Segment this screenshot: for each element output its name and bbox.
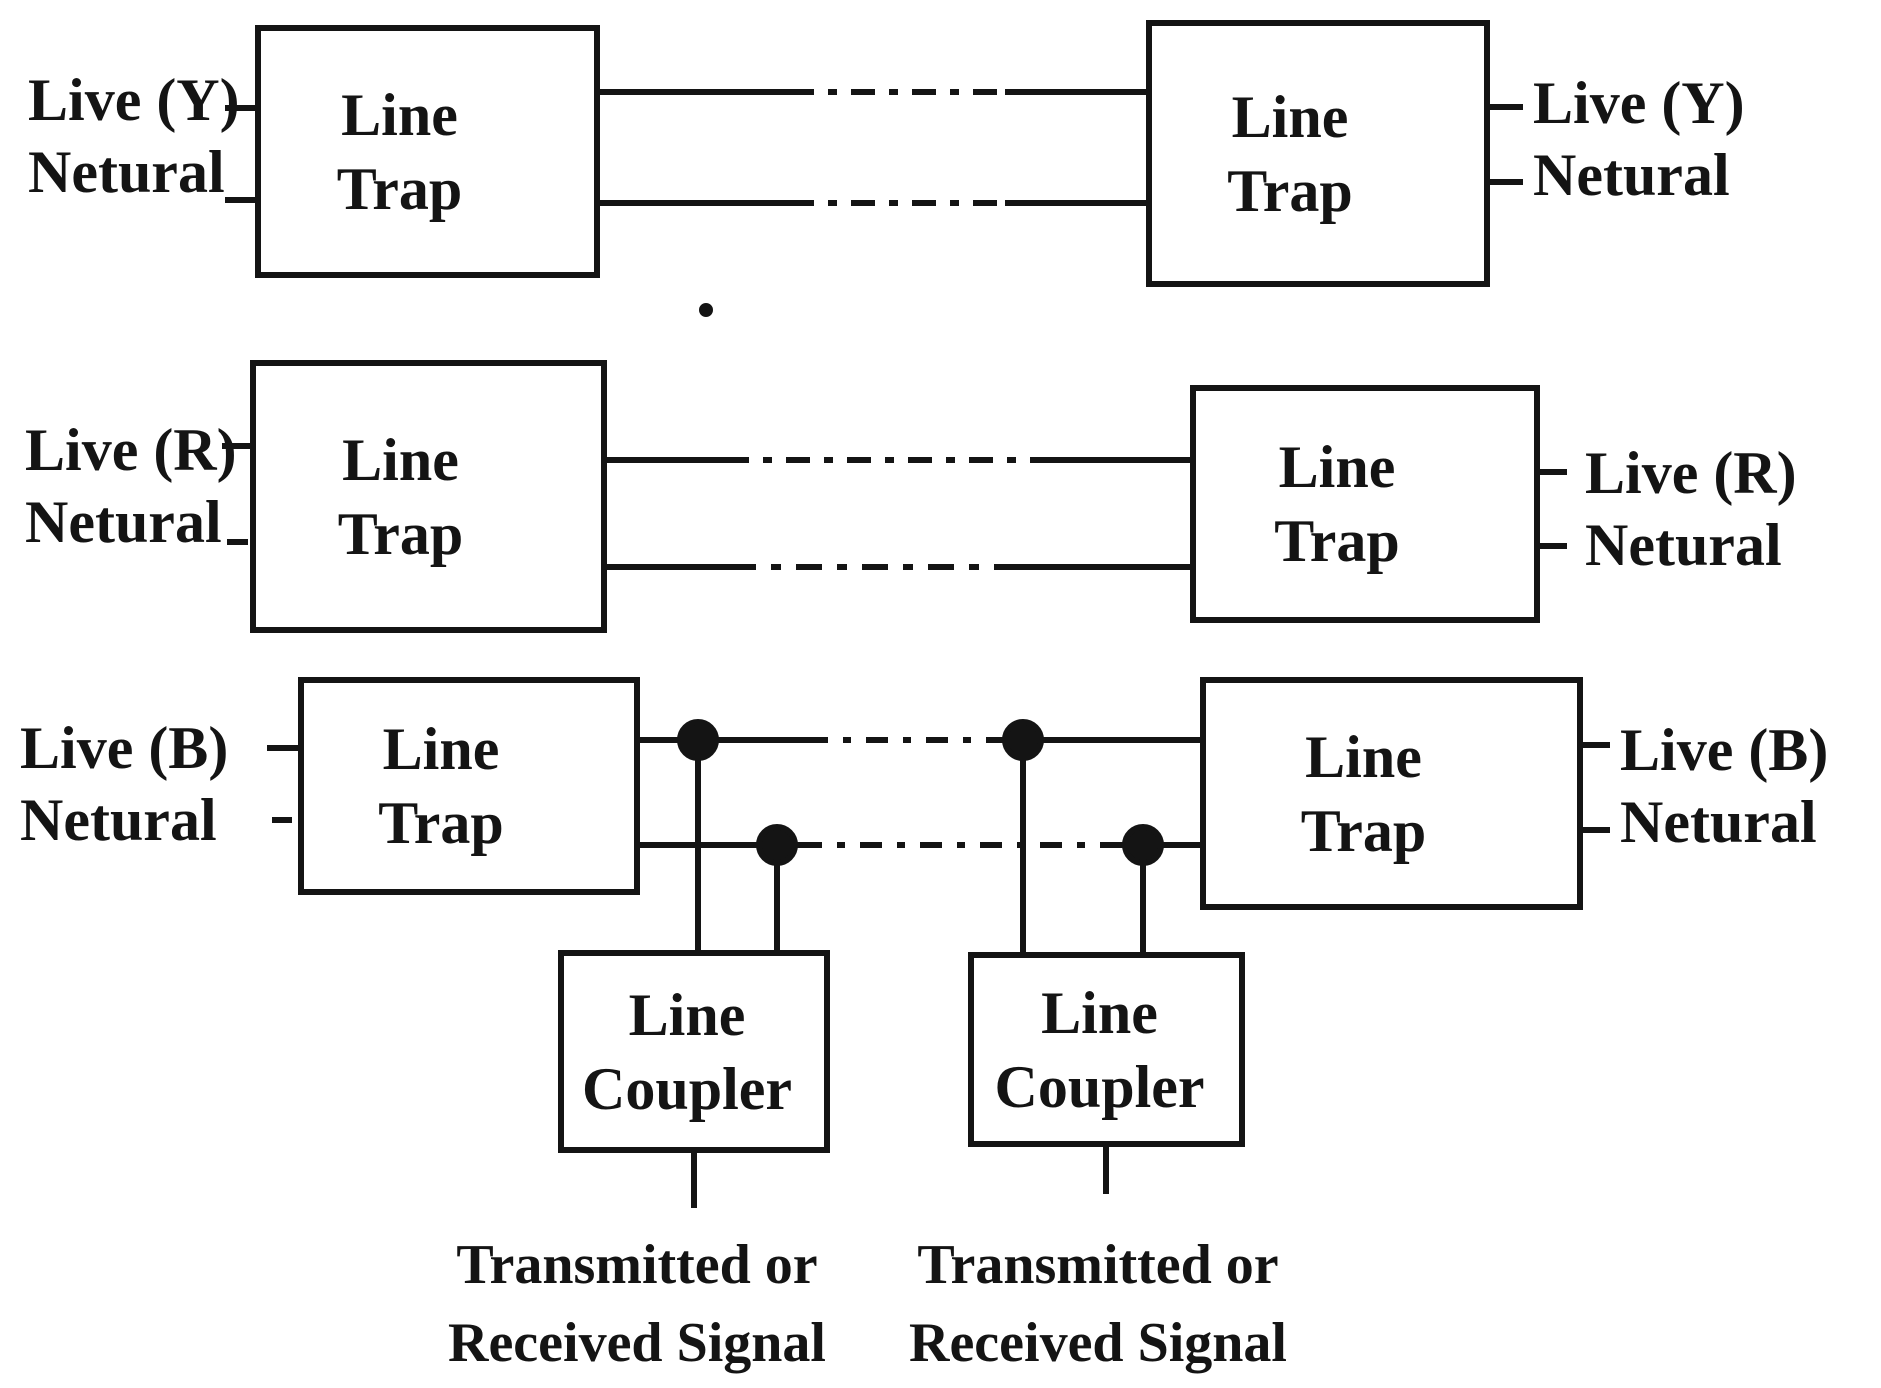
line-trap-label: Line <box>1278 434 1396 500</box>
neutral-label: Netural <box>1533 142 1730 208</box>
live-label: Live (B) <box>20 715 229 781</box>
neutral-label: Netural <box>1620 789 1817 855</box>
live-label: Live (Y) <box>1533 70 1745 136</box>
terminal-label-b-right: Live (B) Netural <box>1620 714 1828 858</box>
line-coupler-label: Coupler <box>582 1055 792 1122</box>
live-label: Live (Y) <box>28 67 240 133</box>
line-trap-label: Line <box>342 426 459 493</box>
line-coupler-box-left: Line Coupler <box>558 950 830 1153</box>
line-trap-box-r-right: Line Trap <box>1190 385 1540 623</box>
line-trap-label: Trap <box>1300 797 1427 864</box>
signal-caption-line: Received Signal <box>448 1312 826 1374</box>
terminal-label-y-right: Live (Y) Netural <box>1533 67 1745 211</box>
scan-artifact-dot <box>699 303 713 317</box>
live-label: Live (R) <box>25 417 237 483</box>
line-trap-label: Trap <box>336 155 463 222</box>
line-coupler-label: Line <box>628 981 746 1048</box>
neutral-label: Netural <box>28 139 225 205</box>
live-label: Live (R) <box>1585 440 1797 506</box>
line-trap-label: Line <box>341 81 458 148</box>
live-label: Live (B) <box>1620 717 1829 783</box>
junction-dot <box>756 824 798 866</box>
terminal-label-r-left: Live (R) Netural <box>25 414 237 558</box>
line-trap-box-y-left: Line Trap <box>255 25 600 278</box>
neutral-label: Netural <box>20 787 217 853</box>
signal-caption-line: Transmitted or <box>917 1234 1279 1296</box>
junction-dot <box>677 719 719 761</box>
line-trap-box-b-right: Line Trap <box>1200 677 1583 910</box>
junction-dot <box>1122 824 1164 866</box>
junction-dot <box>1002 719 1044 761</box>
line-trap-label: Line <box>1305 723 1422 790</box>
line-coupler-label: Line <box>1041 979 1158 1046</box>
signal-caption-right: Transmitted or Received Signal <box>788 1226 1408 1382</box>
line-trap-label: Trap <box>1227 157 1353 224</box>
line-trap-box-y-right: Line Trap <box>1146 20 1490 287</box>
line-trap-label: Trap <box>337 500 464 567</box>
line-trap-label: Trap <box>1274 508 1400 574</box>
signal-caption-line: Received Signal <box>909 1312 1287 1374</box>
line-trap-label: Line <box>1231 83 1349 150</box>
line-coupler-box-right: Line Coupler <box>968 952 1245 1147</box>
terminal-label-y-left: Live (Y) Netural <box>28 64 240 208</box>
neutral-label: Netural <box>1585 512 1782 578</box>
line-trap-label: Line <box>382 716 500 782</box>
line-trap-box-b-left: Line Trap <box>298 677 640 895</box>
terminal-label-r-right: Live (R) Netural <box>1585 437 1797 581</box>
line-trap-label: Trap <box>378 790 504 856</box>
signal-caption-line: Transmitted or <box>456 1234 818 1296</box>
neutral-label: Netural <box>25 489 222 555</box>
terminal-label-b-left: Live (B) Netural <box>20 712 228 856</box>
line-trap-box-r-left: Line Trap <box>250 360 607 633</box>
line-coupler-label: Coupler <box>994 1053 1205 1120</box>
signal-caption-left: Transmitted or Received Signal <box>327 1226 947 1382</box>
